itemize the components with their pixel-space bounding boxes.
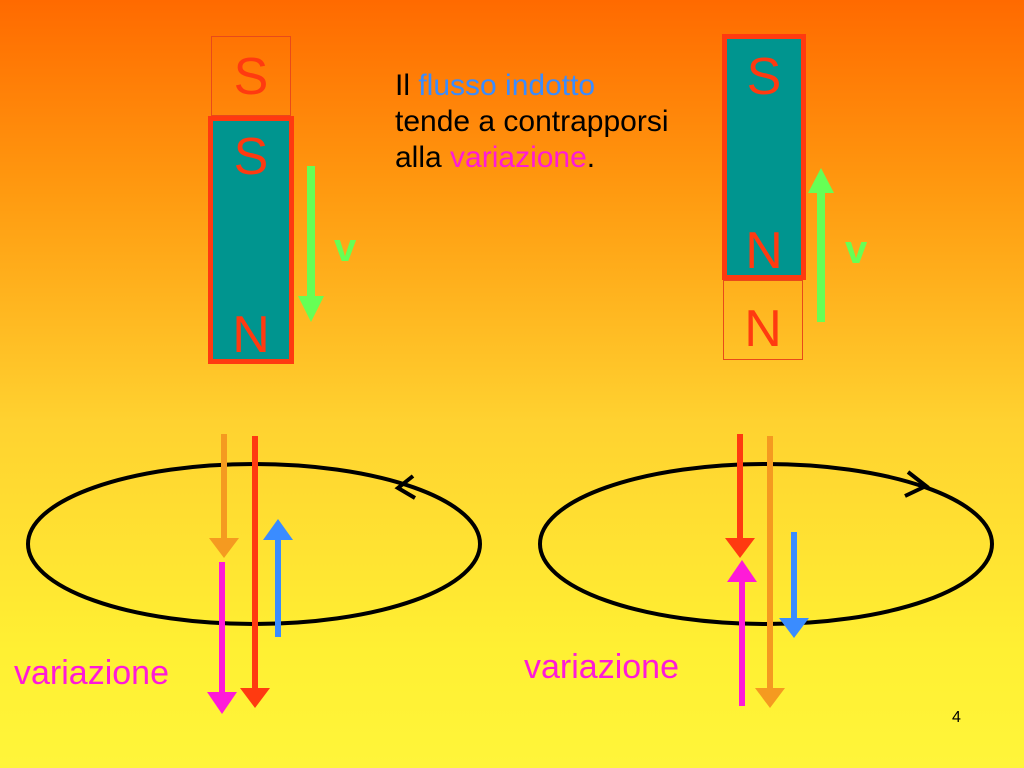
text-part2: tende a contrapporsi alla bbox=[395, 105, 669, 174]
right-ghost-pole-label: N bbox=[744, 300, 782, 358]
left-variation-caption: variazione bbox=[14, 654, 169, 692]
explanation-text: Il flusso indotto tende a contrapporsi a… bbox=[395, 68, 675, 176]
variation-term: variazione bbox=[450, 141, 587, 174]
right-coil-loop bbox=[538, 462, 994, 626]
left-magnet-north-label: N bbox=[232, 306, 270, 364]
left-magnet: S N bbox=[208, 116, 294, 364]
left-initial-flux-arrow bbox=[209, 434, 239, 558]
left-loop-direction-arrow bbox=[394, 474, 417, 500]
right-ghost-pole-box: N bbox=[723, 280, 803, 360]
right-variation-caption: variazione bbox=[524, 648, 679, 686]
left-magnet-south-label: S bbox=[233, 128, 269, 186]
right-final-flux-arrow bbox=[725, 434, 755, 558]
left-ghost-pole-box: S bbox=[211, 36, 291, 116]
flux-term: flusso indotto bbox=[418, 69, 596, 102]
right-magnet-north-label: N bbox=[745, 222, 783, 280]
text-end: . bbox=[586, 141, 596, 174]
right-magnet: S N bbox=[722, 34, 806, 280]
slide-number: 4 bbox=[952, 709, 961, 726]
text-part1: Il bbox=[395, 69, 419, 102]
right-velocity-arrow bbox=[808, 168, 834, 322]
left-variation-arrow bbox=[207, 562, 237, 714]
right-initial-flux-arrow bbox=[755, 436, 785, 708]
right-loop-direction-arrow bbox=[904, 470, 930, 498]
right-velocity-label: v bbox=[845, 228, 868, 272]
left-ghost-pole-label: S bbox=[233, 48, 269, 106]
right-magnet-south-label: S bbox=[746, 48, 782, 106]
left-velocity-arrow bbox=[298, 166, 324, 322]
right-induced-flux-arrow bbox=[779, 532, 809, 638]
left-final-flux-arrow bbox=[240, 436, 270, 708]
left-velocity-label: v bbox=[334, 226, 357, 270]
right-variation-arrow bbox=[727, 560, 757, 706]
left-induced-flux-arrow bbox=[263, 519, 293, 637]
